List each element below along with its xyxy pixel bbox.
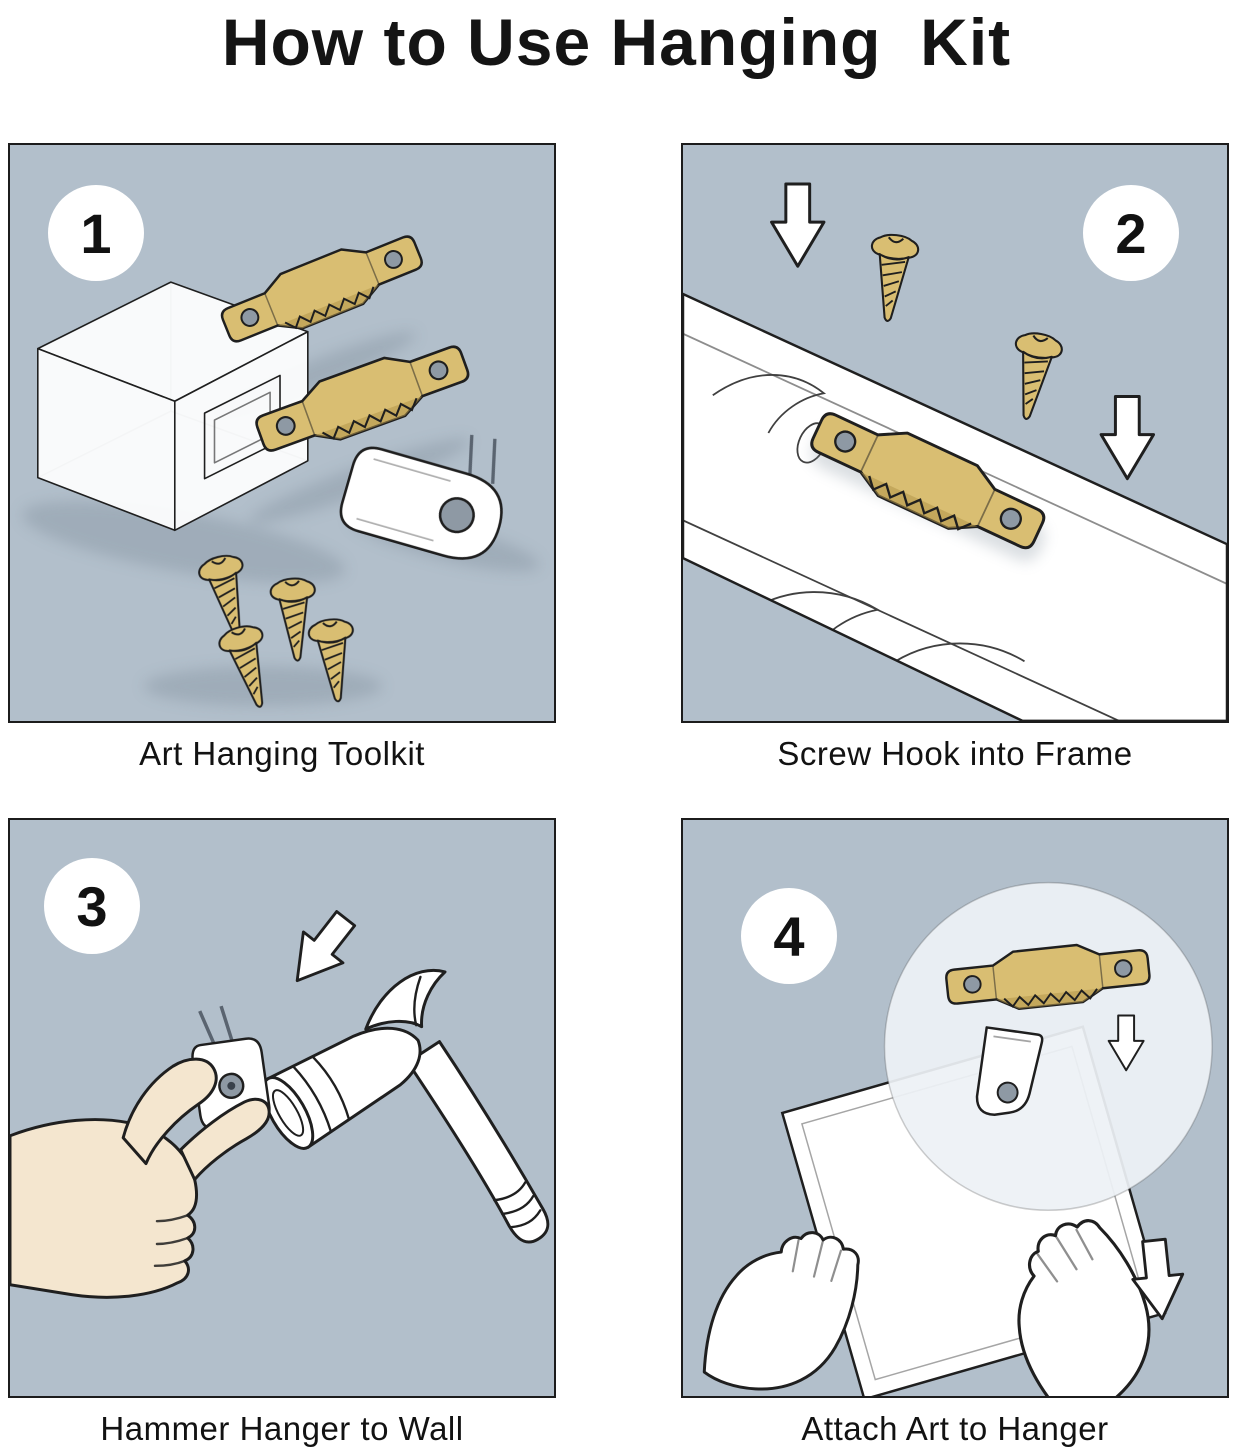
step-number-badge: 1: [48, 185, 144, 281]
step-number-badge: 3: [44, 858, 140, 954]
wall-hook-icon: [339, 434, 503, 560]
hand-illustration: [1017, 1219, 1151, 1396]
panel-step-3: 3 Hammer Hanger to Wall: [8, 818, 556, 1448]
magnifier-circle: [883, 881, 1213, 1211]
panel-1-illustration: [22, 221, 540, 714]
panel-3-illustration: [10, 901, 550, 1299]
wall-hook-icon: [975, 1026, 1044, 1116]
panel-step-4: 4 Attach Art to Hanger: [681, 818, 1229, 1448]
step-number: 1: [80, 201, 112, 265]
screw-icon: [268, 576, 321, 664]
panel-step-1: 1 Art Hanging Toolkit: [8, 143, 556, 773]
step-number-badge: 2: [1083, 185, 1179, 281]
step-number: 3: [76, 874, 108, 938]
step-number: 2: [1115, 201, 1147, 265]
panel-2-illustration: [683, 182, 1227, 721]
screw-icon: [863, 231, 921, 325]
page-title: How to Use Hanging Kit: [221, 5, 1012, 79]
step-number: 4: [773, 904, 805, 968]
hand-illustration: [702, 1231, 860, 1391]
hammer-icon: [261, 969, 550, 1244]
panel-3-canvas: 3: [8, 818, 556, 1398]
panel-4-canvas: 4: [681, 818, 1229, 1398]
down-arrow-icon: [1099, 394, 1156, 481]
hand-illustration: [10, 1057, 271, 1299]
panel-4-illustration: [702, 881, 1213, 1396]
storage-box-icon: [37, 281, 309, 532]
panel-caption: Hammer Hanger to Wall: [100, 1410, 464, 1447]
panel-caption: Screw Hook into Frame: [777, 735, 1133, 772]
panel-step-2: 2 Screw Hook into Frame: [681, 143, 1229, 773]
panel-2-canvas: 2: [681, 143, 1229, 723]
panel-caption: Art Hanging Toolkit: [139, 735, 425, 772]
screw-icon: [1002, 328, 1065, 425]
panel-caption: Attach Art to Hanger: [801, 1410, 1109, 1447]
down-left-arrow-icon: [275, 901, 367, 998]
step-number-badge: 4: [741, 888, 837, 984]
panel-1-canvas: 1: [8, 143, 556, 723]
down-arrow-icon: [770, 182, 826, 268]
